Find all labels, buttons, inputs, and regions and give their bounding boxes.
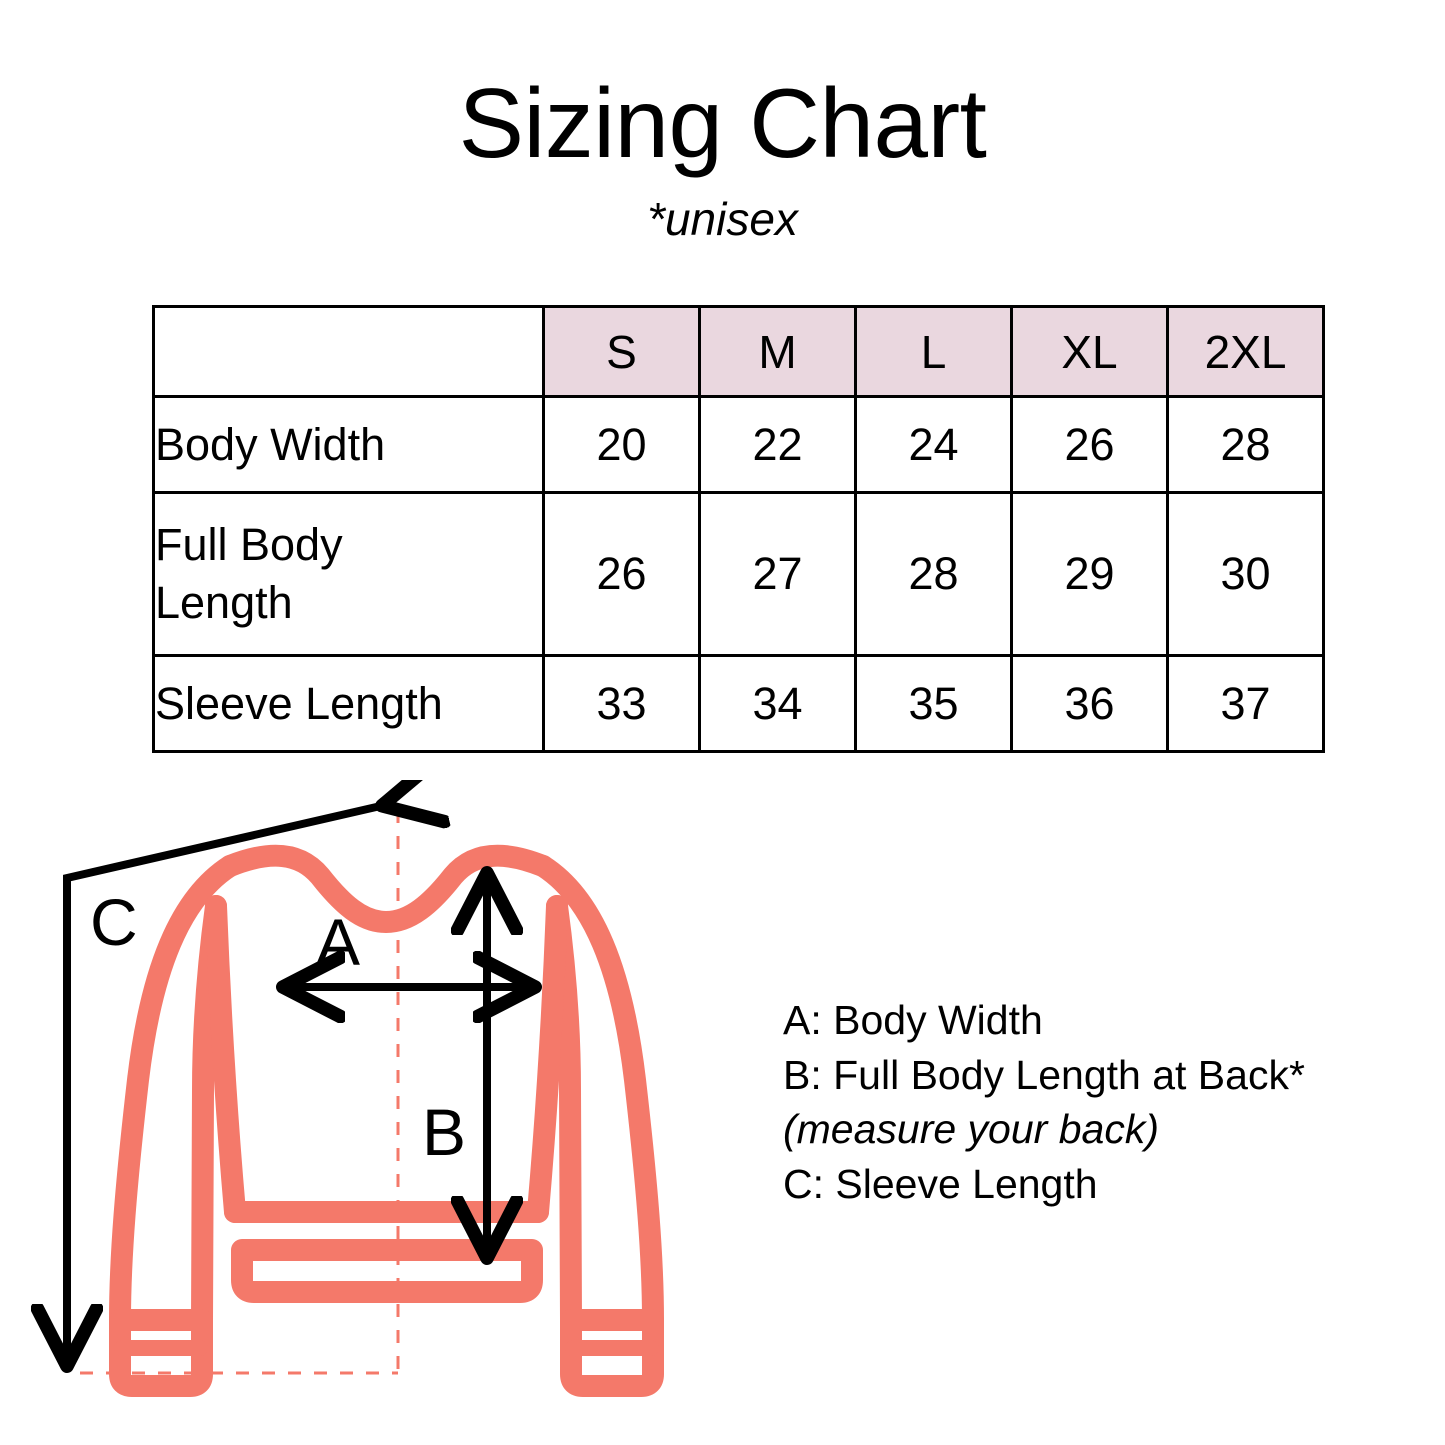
measurement-legend: A: Body Width B: Full Body Length at Bac… <box>783 993 1403 1211</box>
table-row: Sleeve Length 33 34 35 36 37 <box>152 654 1325 753</box>
table-header-row: S M L XL 2XL <box>152 305 1325 398</box>
sweater-diagram-svg: C A B <box>20 780 664 1397</box>
column-header-s: S <box>542 305 701 398</box>
measurement-arrows <box>67 805 532 1363</box>
waistband <box>231 1239 543 1303</box>
shoulder-neckline <box>219 844 554 933</box>
table-row: Body Width 20 22 24 26 28 <box>152 395 1325 494</box>
cell-full-body-length-2xl: 30 <box>1166 491 1325 657</box>
legend-item-b-note: (measure your back) <box>783 1106 1159 1153</box>
cell-body-width-xl: 26 <box>1010 395 1169 494</box>
measure-b-label: B <box>422 1095 466 1169</box>
right-cuff <box>560 1309 664 1397</box>
row-label-line-2: Length <box>155 577 293 628</box>
cell-sleeve-length-xl: 36 <box>1010 654 1169 753</box>
measure-c-label: C <box>90 885 138 959</box>
garment-measurement-diagram: C A B <box>20 780 760 1420</box>
legend-item-c: C: Sleeve Length <box>783 1160 1098 1207</box>
row-label-line-1: Full Body <box>155 519 343 571</box>
measure-a-label: A <box>316 905 360 979</box>
cell-sleeve-length-l: 35 <box>854 654 1013 753</box>
title-block: Sizing Chart *unisex <box>0 68 1445 246</box>
column-header-l: L <box>854 305 1013 398</box>
column-header-xl: XL <box>1010 305 1169 398</box>
cell-sleeve-length-2xl: 37 <box>1166 654 1325 753</box>
legend-item-a: A: Body Width <box>783 997 1043 1043</box>
sizing-table: S M L XL 2XL Body Width 20 22 24 26 28 F… <box>152 305 1325 753</box>
table-corner-cell <box>152 305 545 398</box>
row-label-body-width: Body Width <box>152 395 545 494</box>
cell-full-body-length-l: 28 <box>854 491 1013 657</box>
cell-body-width-m: 22 <box>698 395 857 494</box>
cell-full-body-length-m: 27 <box>698 491 857 657</box>
cell-full-body-length-xl: 29 <box>1010 491 1169 657</box>
cell-body-width-s: 20 <box>542 395 701 494</box>
right-sleeve-outer <box>532 855 664 1331</box>
page-title: Sizing Chart <box>458 68 987 178</box>
left-cuff <box>109 1309 213 1397</box>
cell-body-width-l: 24 <box>854 395 1013 494</box>
sweater-garment-icon <box>109 844 664 1397</box>
legend-item-b: B: Full Body Length at Back* <box>783 1051 1305 1098</box>
cell-body-width-2xl: 28 <box>1166 395 1325 494</box>
measure-c-arrow <box>67 805 385 1363</box>
cell-sleeve-length-s: 33 <box>542 654 701 753</box>
row-label-sleeve-length: Sleeve Length <box>152 654 545 753</box>
column-header-2xl: 2XL <box>1166 305 1325 398</box>
cell-full-body-length-s: 26 <box>542 491 701 657</box>
body-right-seam <box>527 895 568 1223</box>
cell-sleeve-length-m: 34 <box>698 654 857 753</box>
body-left-seam <box>205 895 246 1223</box>
column-header-m: M <box>698 305 857 398</box>
page-subtitle: *unisex <box>647 192 798 245</box>
